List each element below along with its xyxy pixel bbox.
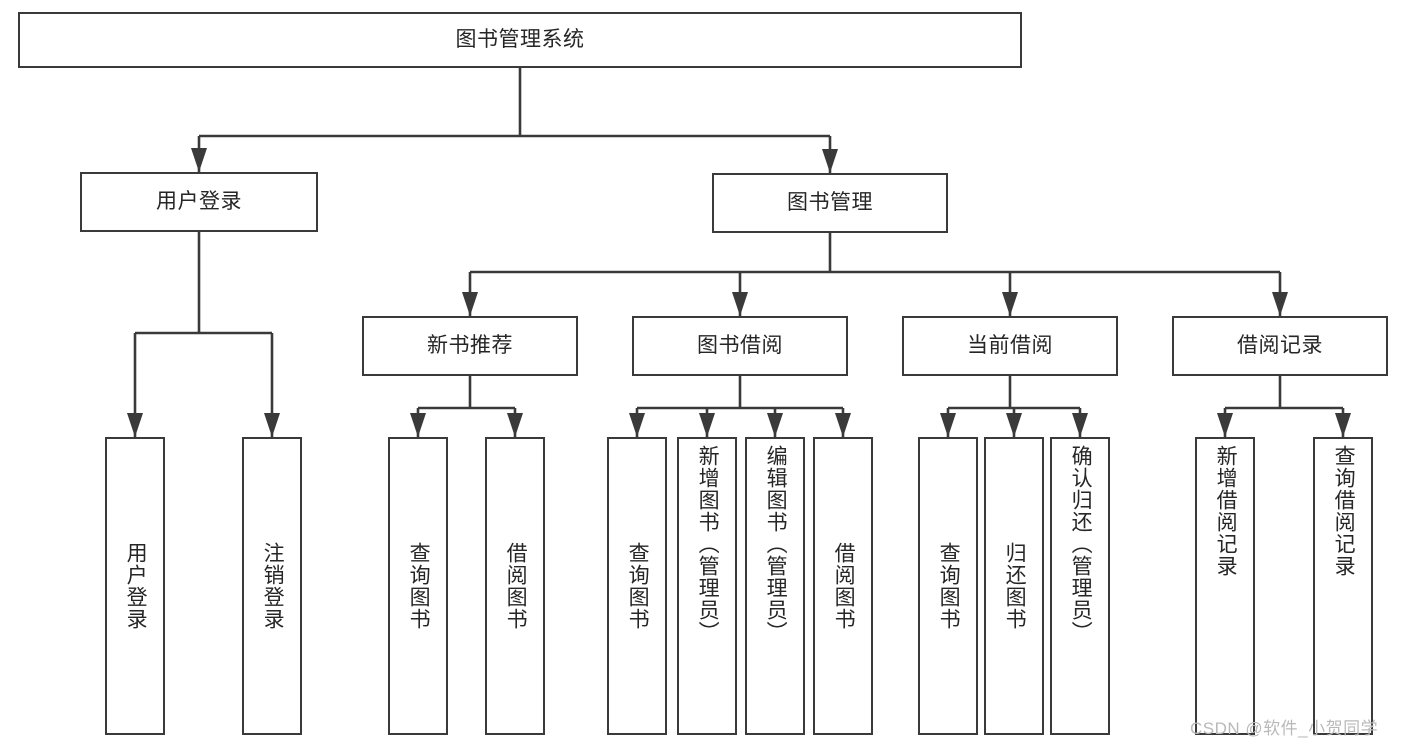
arrowhead-icon [191, 148, 207, 172]
node-label: 查询借阅记录 [1332, 445, 1356, 577]
node-leaf_7[interactable]: 编辑图书（管理员） [745, 437, 805, 735]
node-leaf_12[interactable]: 新增借阅记录 [1195, 437, 1255, 735]
arrowhead-icon [507, 413, 523, 437]
node-label: 查询图书 [937, 542, 961, 630]
arrowhead-icon [1272, 292, 1288, 316]
arrowhead-icon [822, 149, 838, 173]
node-leaf_2[interactable]: 注销登录 [242, 437, 302, 735]
node-label: 查询图书 [407, 542, 431, 630]
arrowhead-icon [1217, 413, 1233, 437]
node-label: 新增图书（管理员） [696, 445, 720, 643]
node-leaf_5[interactable]: 查询图书 [607, 437, 667, 735]
node-l3_a[interactable]: 新书推荐 [362, 316, 578, 376]
node-leaf_1[interactable]: 用户登录 [105, 437, 165, 735]
node-label: 借阅图书 [504, 542, 528, 630]
arrowhead-icon [629, 413, 645, 437]
arrowhead-icon [940, 413, 956, 437]
node-label: 注销登录 [261, 542, 285, 630]
arrowhead-icon [699, 413, 715, 437]
arrowhead-icon [462, 292, 478, 316]
node-leaf_6[interactable]: 新增图书（管理员） [677, 437, 737, 735]
node-leaf_13[interactable]: 查询借阅记录 [1313, 437, 1373, 735]
arrowhead-icon [835, 413, 851, 437]
node-label: 新增借阅记录 [1214, 445, 1238, 577]
node-label: 图书借阅 [697, 334, 783, 358]
node-leaf_4[interactable]: 借阅图书 [485, 437, 545, 735]
arrowhead-icon [1335, 413, 1351, 437]
node-l2_b[interactable]: 图书管理 [712, 173, 948, 233]
node-label: 新书推荐 [427, 334, 513, 358]
arrowhead-icon [264, 413, 280, 437]
node-label: 确认归还（管理员） [1069, 445, 1093, 643]
arrowhead-icon [732, 292, 748, 316]
node-leaf_3[interactable]: 查询图书 [388, 437, 448, 735]
node-label: 编辑图书（管理员） [764, 445, 788, 643]
arrowhead-icon [1002, 292, 1018, 316]
node-l3_b[interactable]: 图书借阅 [632, 316, 848, 376]
node-label: 图书管理 [787, 191, 873, 215]
node-label: 查询图书 [626, 542, 650, 630]
node-l3_c[interactable]: 当前借阅 [902, 316, 1118, 376]
arrowhead-icon [127, 413, 143, 437]
node-label: 借阅图书 [832, 542, 856, 630]
arrowhead-icon [767, 413, 783, 437]
node-l2_a[interactable]: 用户登录 [80, 172, 318, 232]
arrowhead-icon [410, 413, 426, 437]
node-label: 当前借阅 [967, 334, 1053, 358]
node-label: 图书管理系统 [455, 28, 585, 52]
node-leaf_9[interactable]: 查询图书 [918, 437, 978, 735]
node-label: 用户登录 [124, 542, 148, 630]
csdn-watermark: CSDN @软件_小贺同学 [1190, 719, 1379, 738]
node-label: 用户登录 [156, 190, 242, 214]
arrowhead-icon [1072, 413, 1088, 437]
node-leaf_8[interactable]: 借阅图书 [813, 437, 873, 735]
node-leaf_10[interactable]: 归还图书 [984, 437, 1044, 735]
arrowhead-icon [1006, 413, 1022, 437]
node-leaf_11[interactable]: 确认归还（管理员） [1050, 437, 1110, 735]
node-label: 归还图书 [1003, 542, 1027, 630]
node-root[interactable]: 图书管理系统 [18, 12, 1022, 68]
node-l3_d[interactable]: 借阅记录 [1172, 316, 1388, 376]
node-label: 借阅记录 [1237, 334, 1323, 358]
